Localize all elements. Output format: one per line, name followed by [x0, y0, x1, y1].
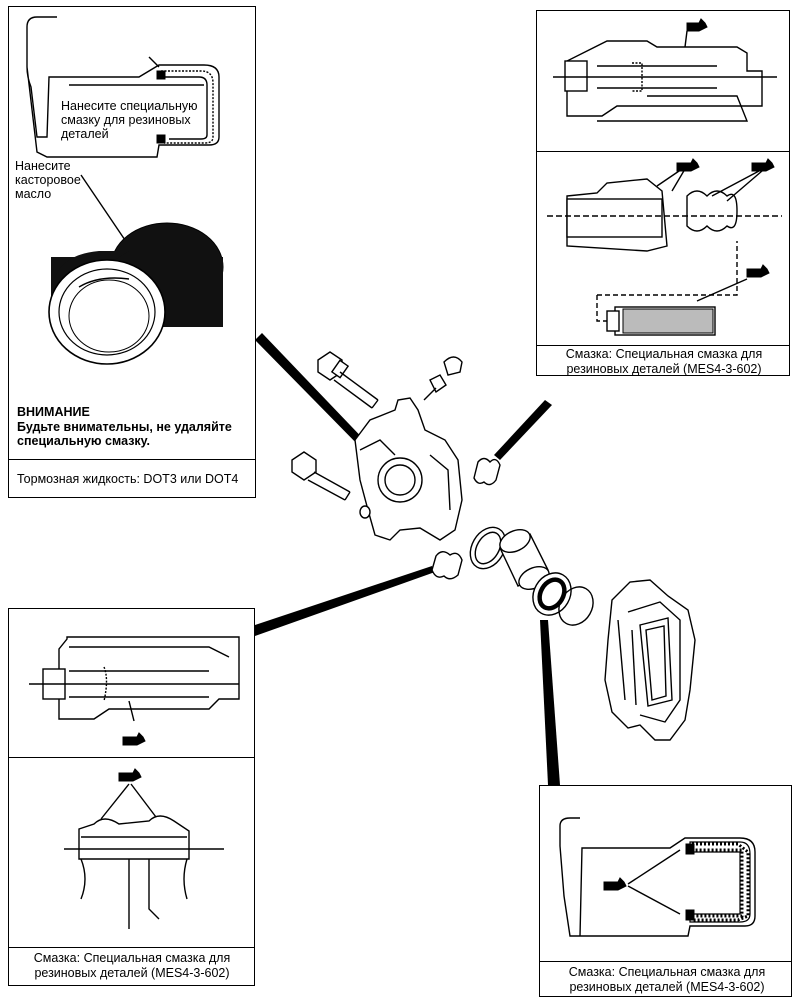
warning-text: Будьте внимательны, не удаляйте специаль… — [17, 420, 232, 448]
piston-panel: Нанесите специальную смазку для резиновы… — [8, 6, 256, 498]
caliper-seal-section-drawing — [26, 16, 220, 158]
lower-pin-boot — [431, 551, 463, 580]
lower-guide-bolt — [291, 451, 351, 501]
upper-guide-bolt — [317, 351, 379, 409]
upper-pin-boot — [473, 457, 501, 486]
piston-seal — [469, 526, 507, 570]
boot-ring — [558, 586, 594, 626]
top-right-caption: Смазка: Специальная смазка для резиновых… — [565, 347, 763, 376]
piston-boot-section-drawing — [559, 817, 756, 937]
brake-fluid-label: Тормозная жидкость: DOT3 или DOT4 — [17, 472, 239, 486]
guide-bolt-panel: Смазка: Специальная смазка для резиновых… — [8, 608, 255, 986]
bottom-right-caption: Смазка: Специальная смазка для резиновых… — [568, 965, 766, 994]
rubber-grease-label: Нанесите специальную смазку для резиновы… — [61, 99, 198, 141]
castor-oil-label: Нанесите касторовое масло — [15, 159, 81, 201]
pin-boot-section-drawing — [64, 768, 224, 929]
piston-boot-panel: Смазка: Специальная смазка для резиновых… — [539, 785, 792, 997]
piston-drawing — [48, 174, 224, 365]
guide-pin-panel: Смазка: Специальная смазка для резиновых… — [536, 10, 790, 376]
bottom-left-caption: Смазка: Специальная смазка для резиновых… — [33, 951, 231, 980]
guide-pin-section-drawing — [553, 18, 777, 122]
guide-pin-boot-drawing — [547, 158, 782, 336]
warning-title: ВНИМАНИЕ — [17, 405, 90, 419]
bolt-section-drawing — [29, 636, 240, 746]
bleeder-screw — [423, 356, 463, 401]
caliper-support-with-pads — [604, 579, 696, 741]
